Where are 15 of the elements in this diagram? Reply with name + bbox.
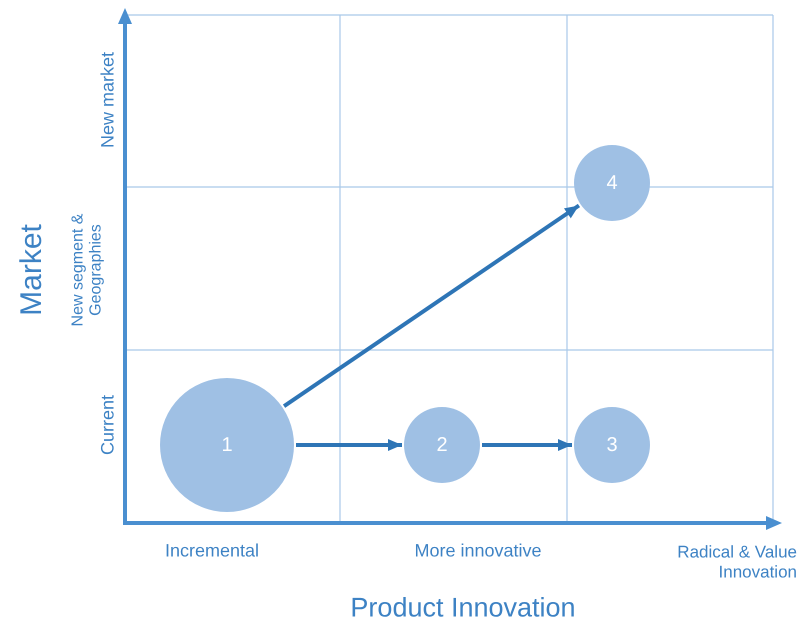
arrow [282, 204, 580, 408]
axis-title: Market [15, 224, 49, 316]
column-label: Incremental [164, 540, 260, 562]
row-label: New segment & Geographies [70, 212, 106, 328]
axis-title: Product Innovation [350, 592, 576, 624]
bubble-number: 2 [436, 434, 448, 456]
column-label: Radical & Value Innovation [676, 542, 797, 582]
row-label: Current [98, 394, 118, 456]
arrow [482, 439, 572, 451]
arrow [296, 439, 402, 451]
bubble-number: 4 [606, 172, 618, 194]
bubble-number: 3 [606, 434, 618, 456]
column-label: More innovative [414, 540, 542, 562]
row-label: New market [98, 52, 118, 148]
bubble-number: 1 [221, 434, 233, 456]
